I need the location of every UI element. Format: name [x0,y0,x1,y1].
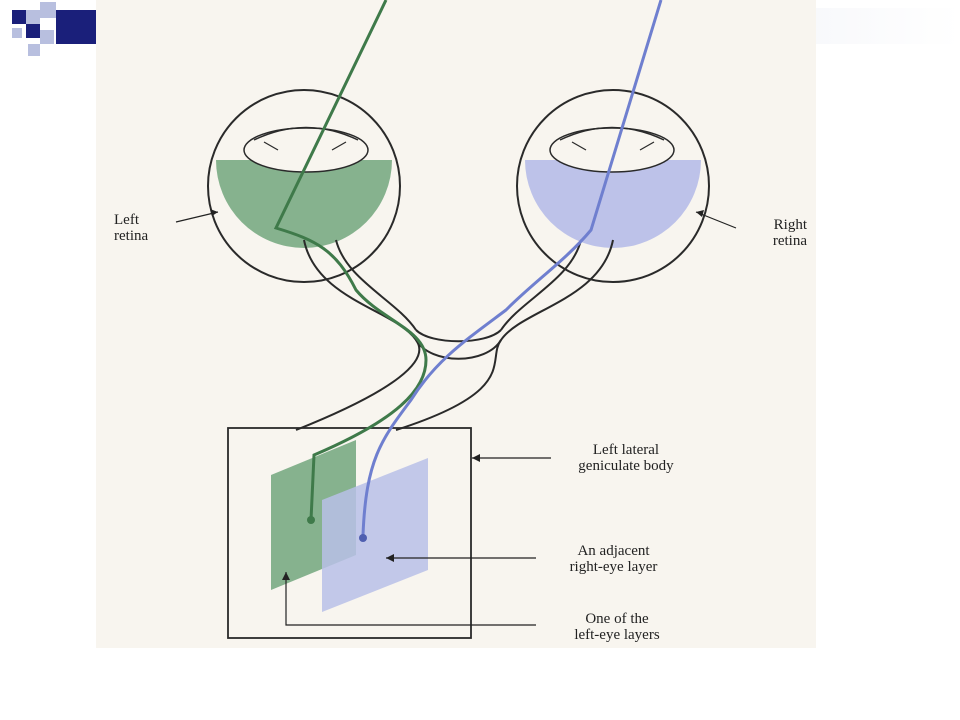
right-retina-fill [525,160,701,248]
deco-square [40,30,54,44]
lgn-label: Left lateral geniculate body [578,442,674,474]
arrowhead [210,209,218,216]
left-layer-pointer [285,572,536,626]
arrowhead [282,572,290,580]
right-retina-label: Right retina [772,217,807,249]
deco-square [56,10,96,44]
arrowhead [386,554,394,562]
right-eye-layer [322,458,428,612]
right-eye-layer-label: An adjacent right-eye layer [569,543,658,575]
left-eye-pathway [273,0,428,521]
right-pathway-end [359,534,367,542]
left-retina-label: Left retina [114,212,149,244]
left-retina-pointer [175,211,219,223]
arrowhead [696,210,704,217]
deco-square [26,10,40,24]
deco-square [12,10,26,24]
deco-square [28,44,40,56]
optic-chiasm-outline [295,239,614,431]
left-eye [207,89,401,283]
right-eye [516,89,710,283]
deco-square [26,24,40,38]
deco-square [40,2,56,18]
diagram-svg [175,0,737,639]
arrowhead [472,454,480,462]
visual-pathway-diagram: Left retina Right retina Left lateral ge… [96,0,816,648]
left-eye-layer-label: One of the left-eye layers [574,611,660,643]
left-pathway-end [307,516,315,524]
deco-square [12,28,22,38]
left-retina-fill [216,160,392,248]
lgn-box [227,427,472,639]
right-retina-pointer [695,211,737,229]
right-eye-pathway [361,0,663,536]
